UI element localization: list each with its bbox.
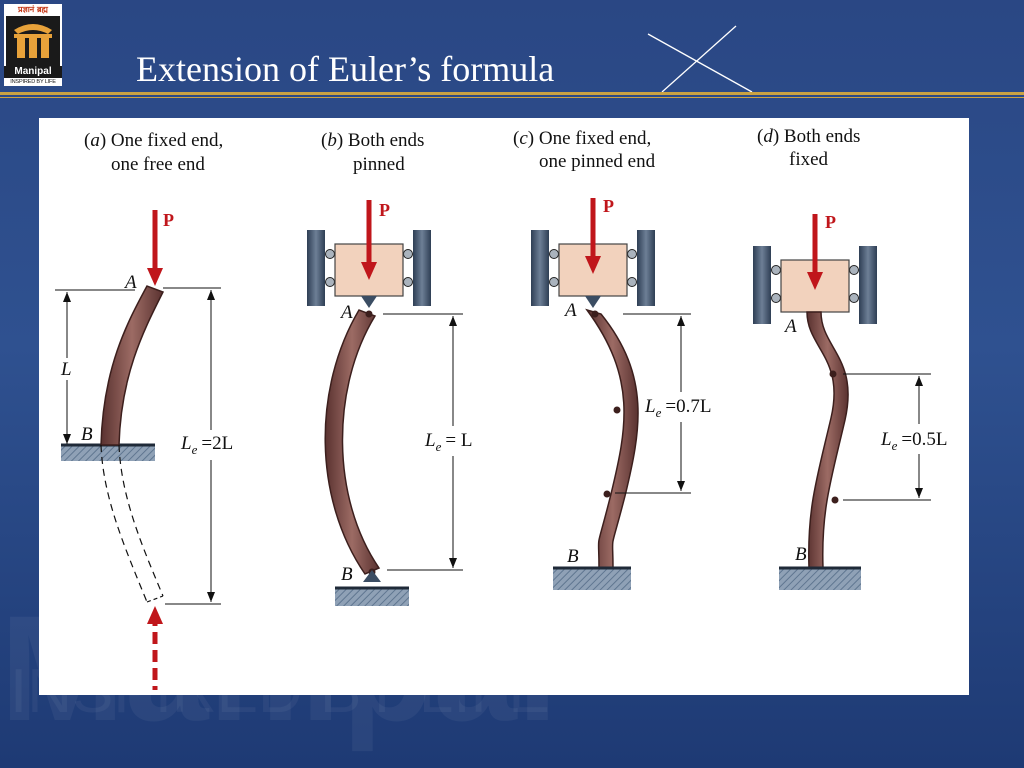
case-d-caption-line1: (d) Both ends (757, 126, 860, 147)
case-c-caption-line2: one pinned end (539, 151, 656, 172)
case-b-column (324, 309, 381, 575)
case-b-pinned-pinned: (b) Both ends pinned P A B Le= L (307, 130, 495, 606)
logo-name: Manipal (4, 66, 62, 78)
case-b-left-guide-wall (307, 230, 325, 306)
case-a-mirror-dashed-left (100, 444, 148, 603)
case-c-load-label: P (603, 196, 614, 216)
decorative-cross-icon (647, 25, 753, 93)
case-b-Le-label: Le= L (424, 430, 472, 454)
case-d-inflection-point-2 (831, 496, 839, 504)
diagram-panel: (a) One fixed end, one free end P A B L … (39, 118, 969, 695)
case-b-label-A: A (339, 302, 353, 323)
case-c-ground-support (553, 568, 631, 590)
case-c-inflection-point (613, 406, 621, 414)
case-a-fixed-free: (a) One fixed end, one free end P A B L … (55, 130, 257, 690)
case-a-ground-support (61, 445, 155, 461)
case-d-label-A: A (783, 316, 797, 337)
case-a-caption-line1: (a) One fixed end, (84, 130, 223, 151)
case-c-Le-label: Le=0.7L (644, 396, 711, 420)
case-a-Le-label: Le=2L (180, 433, 233, 457)
case-a-caption-line2: one free end (111, 154, 205, 175)
case-c-label-A: A (563, 300, 577, 321)
case-b-ground-support (335, 588, 409, 606)
case-d-left-guide-wall (753, 246, 771, 324)
case-a-L-label: L (60, 359, 72, 380)
case-a-label-A: A (123, 272, 137, 293)
case-d-ground-support (779, 568, 861, 590)
case-d-caption-line2: fixed (789, 149, 829, 170)
logo-emblem-icon (6, 16, 60, 66)
case-b-caption-line1: (b) Both ends (321, 130, 424, 151)
case-c-column (585, 308, 639, 569)
case-d-load-label: P (825, 212, 836, 232)
case-b-caption-line2: pinned (353, 154, 405, 175)
case-a-load-label: P (163, 210, 174, 230)
manipal-logo: प्रज्ञानं ब्रह्म Manipal INSPIRED BY LIF… (4, 4, 62, 86)
case-c-inflection-point-2 (603, 490, 611, 498)
title-underline-thin (0, 97, 1024, 98)
title-underline-thick (0, 92, 1024, 95)
case-d-fixed-fixed: (d) Both ends fixed P A B Le=0.5L (753, 126, 969, 590)
slide-title: Extension of Euler’s formula (136, 49, 555, 89)
case-d-inflection-point (829, 370, 837, 378)
case-c-caption-line1: (c) One fixed end, (513, 128, 651, 149)
case-a-column (100, 285, 165, 446)
case-a-label-B: B (81, 424, 93, 445)
logo-hindi-text: प्रज्ञानं ब्रह्म (18, 5, 48, 14)
case-b-label-B: B (341, 564, 353, 585)
case-c-right-guide-wall (637, 230, 655, 306)
case-d-Le-label: Le=0.5L (880, 429, 947, 453)
case-b-load-label: P (379, 200, 390, 220)
case-d-label-B: B (795, 544, 807, 565)
case-c-label-B: B (567, 546, 579, 567)
case-a-mirror-dashed-right (118, 444, 164, 597)
case-d-column (806, 311, 849, 569)
case-b-right-guide-wall (413, 230, 431, 306)
case-d-right-guide-wall (859, 246, 877, 324)
logo-tagline: INSPIRED BY LIFE (10, 79, 56, 85)
case-c-left-guide-wall (531, 230, 549, 306)
case-c-fixed-pinned: (c) One fixed end, one pinned end P A B … (513, 128, 733, 590)
